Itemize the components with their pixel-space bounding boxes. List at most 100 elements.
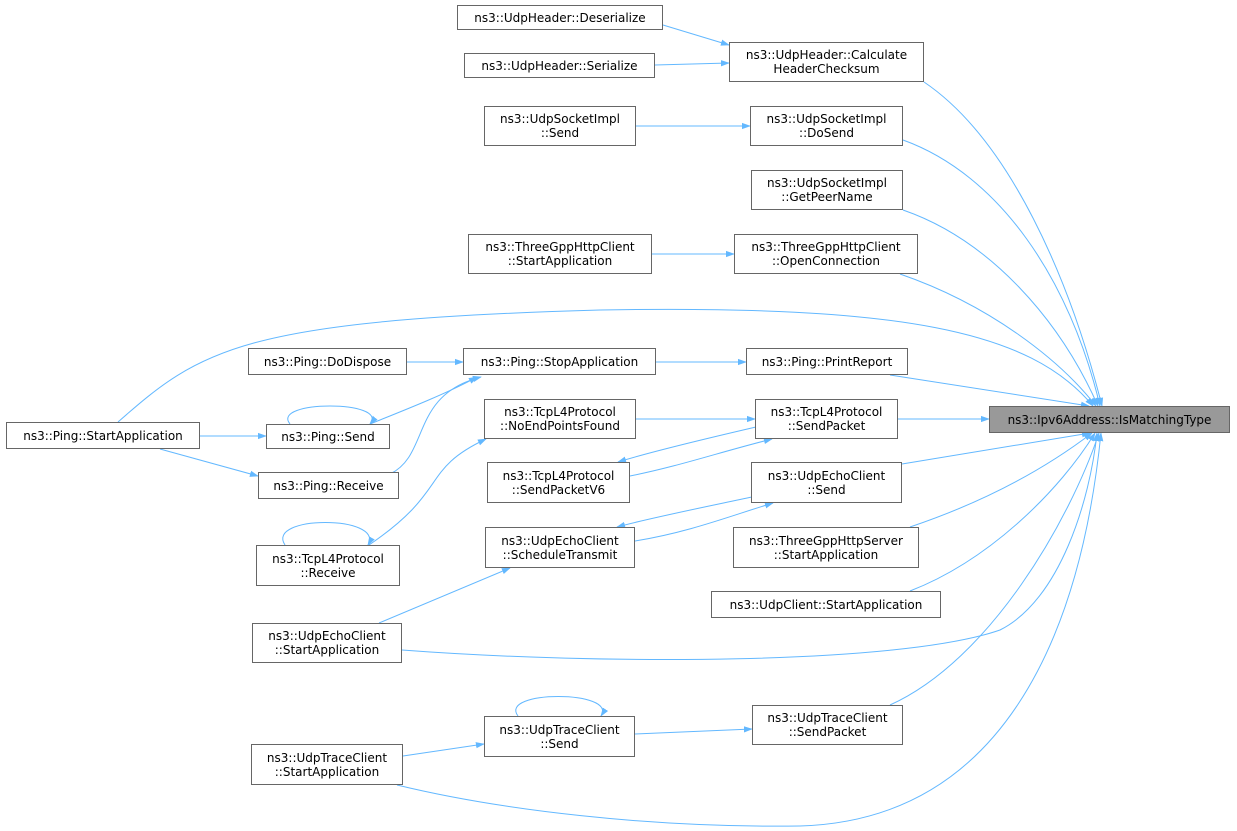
node-label-line: ::SendPacket xyxy=(787,419,866,433)
node-label-line: ::GetPeerName xyxy=(781,190,873,204)
node-label-line: ns3::ThreeGppHttpClient xyxy=(485,240,635,254)
node-udpechoclient-scheduletransmit[interactable]: ns3::UdpEchoClient::ScheduleTransmit xyxy=(485,527,635,568)
node-udptraceclient-sendpacket[interactable]: ns3::UdpTraceClient::SendPacket xyxy=(752,705,903,745)
edge-tcp-receive-self xyxy=(282,522,375,546)
node-label-line: ns3::UdpEchoClient xyxy=(268,629,386,643)
edge-echostart-to-target xyxy=(401,432,1100,661)
node-label-line: ns3::ThreeGppHttpClient xyxy=(751,240,901,254)
node-udptraceclient-startapplication[interactable]: ns3::UdpTraceClient::StartApplication xyxy=(251,744,403,785)
node-label-line: ns3::UdpTraceClient xyxy=(266,750,388,765)
node-label-line: ns3::Ping::StopApplication xyxy=(480,354,639,369)
node-threegpphttpclient-openconnection[interactable]: ns3::ThreeGppHttpClient::OpenConnection xyxy=(734,234,918,274)
node-label-line: ns3::UdpSocketImpl xyxy=(767,176,887,190)
edge-report-to-target xyxy=(889,374,1090,408)
node-tcpl4protocol-sendpacket[interactable]: ns3::TcpL4Protocol::SendPacket xyxy=(755,399,898,439)
node-tcpl4protocol-noendpointsfound[interactable]: ns3::TcpL4Protocol::NoEndPointsFound xyxy=(484,399,636,439)
edge-calc-to-target xyxy=(923,81,1104,407)
node-label-line: ::Receive xyxy=(300,565,356,580)
node-label-line: ::NoEndPointsFound xyxy=(500,419,620,433)
node-label-line: ::StartApplication xyxy=(507,254,613,268)
edge-trace-send-self xyxy=(515,696,609,717)
node-label-line: ns3::UdpEchoClient xyxy=(501,533,619,548)
node-label-line: ::SendPacket xyxy=(788,725,867,739)
node-label-line: ::Send xyxy=(540,736,579,751)
edge-deserialize-to-calc xyxy=(662,24,730,46)
edge-echosend-to-sched xyxy=(616,496,753,528)
edge-echosend-to-target xyxy=(901,431,1091,465)
node-label-line: ns3::UdpSocketImpl xyxy=(766,112,887,126)
edge-tracesendpkt-to-target xyxy=(889,432,1100,706)
node-label-line: ns3::UdpHeader::Serialize xyxy=(481,58,638,73)
node-threegpphttpserver-startapplication[interactable]: ns3::ThreeGppHttpServer::StartApplicatio… xyxy=(733,527,919,568)
node-udpechoclient-startapplication[interactable]: ns3::UdpEchoClient::StartApplication xyxy=(252,623,402,663)
edge-open-to-target xyxy=(899,273,1097,407)
edge-pingstart-to-target xyxy=(117,308,1094,423)
node-label-line: ns3::UdpClient::StartApplication xyxy=(729,597,923,612)
node-udpsocketimpl-send[interactable]: ns3::UdpSocketImpl::Send xyxy=(484,106,636,146)
node-label-line: ns3::Ping::Send xyxy=(281,429,375,444)
node-label-line: ::StartApplication xyxy=(274,643,380,657)
node-threegpphttpclient-startapplication[interactable]: ns3::ThreeGppHttpClient::StartApplicatio… xyxy=(468,234,652,274)
node-label-line: ::SendPacketV6 xyxy=(511,482,606,497)
node-label-line: ::ScheduleTransmit xyxy=(502,547,618,562)
edge-tracesend-to-sendpkt xyxy=(634,726,753,735)
node-label-line: ns3::Ping::DoDispose xyxy=(263,354,392,369)
node-label-line: ns3::TcpL4Protocol xyxy=(504,405,616,419)
node-label-line: ::StartApplication xyxy=(274,764,380,779)
node-ping-receive[interactable]: ns3::Ping::Receive xyxy=(258,472,399,499)
edge-echostart-to-sched xyxy=(378,567,511,624)
node-label-line: ::StartApplication xyxy=(773,547,879,562)
edge-sendpkt-to-sendv6 xyxy=(617,426,757,463)
node-ping-startapplication[interactable]: ns3::Ping::StartApplication xyxy=(6,422,200,449)
node-label-line: ns3::Ping::Receive xyxy=(273,478,384,493)
node-ping-send[interactable]: ns3::Ping::Send xyxy=(266,424,390,449)
edge-httpserver-to-target xyxy=(909,432,1093,528)
edge-tracestart-to-tracesend xyxy=(402,742,485,757)
node-tcpl4protocol-receive[interactable]: ns3::TcpL4Protocol::Receive xyxy=(256,545,400,586)
node-ping-stopapplication[interactable]: ns3::Ping::StopApplication xyxy=(463,348,656,375)
edge-sendv6-to-sendpkt xyxy=(629,437,773,477)
node-label-line: ns3::TcpL4Protocol xyxy=(770,405,883,419)
node-label-line: ns3::UdpSocketImpl xyxy=(500,112,620,126)
node-tcpl4protocol-sendpacketv6[interactable]: ns3::TcpL4Protocol::SendPacketV6 xyxy=(487,462,630,503)
edge-udpclient-to-target xyxy=(909,432,1096,592)
node-label-line: ns3::TcpL4Protocol xyxy=(272,551,384,566)
edge-dosend-to-target xyxy=(902,139,1102,407)
node-udpsocketimpl-getpeername[interactable]: ns3::UdpSocketImpl::GetPeerName xyxy=(751,170,903,210)
node-label-line: ns3::Ipv6Address::IsMatchingType xyxy=(1007,412,1212,427)
node-label-line: ns3::UdpTraceClient xyxy=(767,711,888,725)
node-ping-printreport[interactable]: ns3::Ping::PrintReport xyxy=(746,348,908,375)
edge-getpeer-to-target xyxy=(902,209,1099,407)
node-udptraceclient-send[interactable]: ns3::UdpTraceClient::Send xyxy=(484,716,635,757)
edge-tracestart-to-target xyxy=(396,432,1104,827)
edge-receive-to-stop xyxy=(389,375,482,475)
node-label-line: ns3::UdpEchoClient xyxy=(767,468,886,483)
node-label-line: ::DoSend xyxy=(799,126,854,140)
node-label-line: ::Send xyxy=(807,482,846,497)
node-label-line: ns3::ThreeGppHttpServer xyxy=(749,533,903,548)
node-label-line: ::OpenConnection xyxy=(771,254,881,268)
node-label-line: ns3::Ping::StartApplication xyxy=(23,428,183,443)
node-label-line: ns3::Ping::PrintReport xyxy=(761,354,893,369)
node-udpheader-serialize[interactable]: ns3::UdpHeader::Serialize xyxy=(464,53,655,78)
node-udpheader-deserialize[interactable]: ns3::UdpHeader::Deserialize xyxy=(457,5,663,30)
edge-sched-to-echosend xyxy=(634,502,774,542)
edge-send-to-stop xyxy=(369,376,478,425)
node-udpclient-startapplication[interactable]: ns3::UdpClient::StartApplication xyxy=(711,591,941,618)
node-label-line: ns3::UdpHeader::Deserialize xyxy=(474,10,646,25)
edge-ping-send-self xyxy=(287,405,378,425)
node-label-line: ::Send xyxy=(540,126,580,140)
edge-pingstart-to-receive xyxy=(159,448,259,477)
edge-serialize-to-calc xyxy=(654,60,730,67)
node-label-line: HeaderChecksum xyxy=(773,62,880,76)
node-udpsocketimpl-dosend[interactable]: ns3::UdpSocketImpl::DoSend xyxy=(750,106,903,146)
node-label-line: ns3::UdpHeader::Calculate xyxy=(745,48,908,62)
node-label-line: ns3::TcpL4Protocol xyxy=(502,468,615,483)
node-udpechoclient-send[interactable]: ns3::UdpEchoClient::Send xyxy=(751,462,902,503)
node-ping-dodispose[interactable]: ns3::Ping::DoDispose xyxy=(248,348,407,375)
node-ipv6address-ismatchingtype: ns3::Ipv6Address::IsMatchingType xyxy=(989,406,1230,433)
node-label-line: ns3::UdpTraceClient xyxy=(499,722,620,737)
